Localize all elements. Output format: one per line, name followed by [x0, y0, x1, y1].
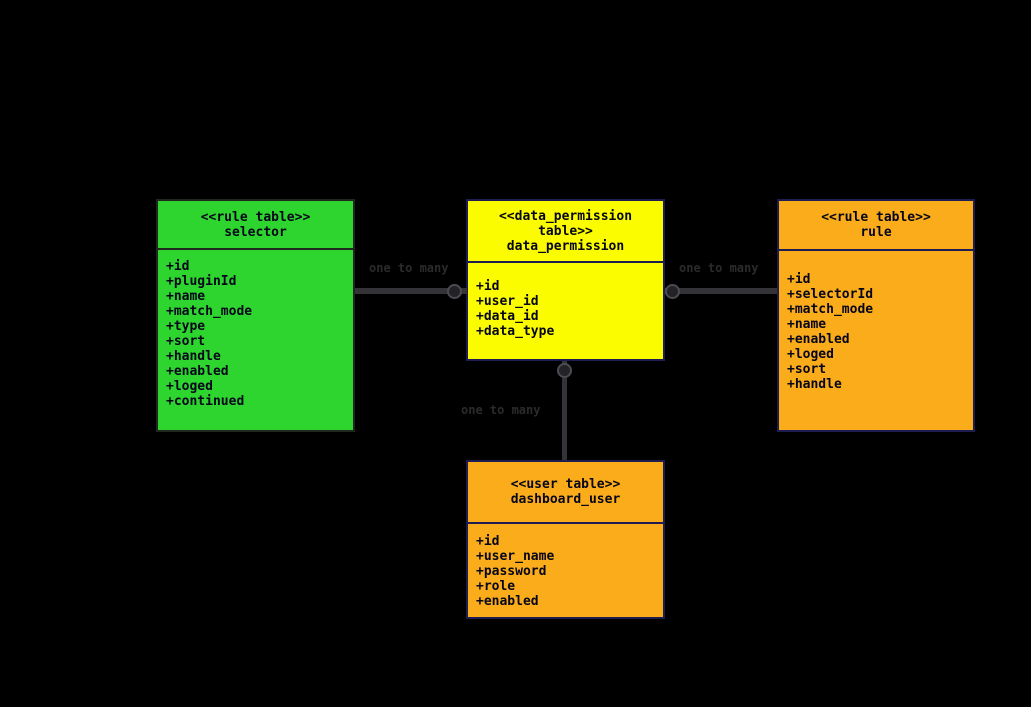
- edge-rule-data-permission[interactable]: [665, 288, 777, 294]
- field: +user_id: [476, 294, 539, 309]
- field: +handle: [787, 377, 842, 392]
- field: +id: [787, 272, 811, 287]
- edge-ball-icon: [557, 363, 572, 378]
- edge-data-permission-dashboard-user[interactable]: [562, 361, 567, 460]
- entity-name: dashboard_user: [510, 492, 621, 507]
- field: +password: [476, 564, 547, 579]
- entity-rule-header: <<rule table>> rule: [779, 201, 973, 251]
- edge-ball-icon: [447, 284, 462, 299]
- edge-selector-data-permission[interactable]: [355, 288, 467, 294]
- field: +selectorId: [787, 287, 874, 302]
- field: +loged: [787, 347, 834, 362]
- edge-ball-icon: [665, 284, 680, 299]
- edge-label: one to many: [461, 403, 541, 417]
- field: +enabled: [787, 332, 850, 347]
- field: +id: [166, 259, 190, 274]
- field: +data_type: [476, 324, 555, 339]
- entity-stereotype: <<rule table>>: [200, 209, 311, 225]
- entity-stereotype: <<user table>>: [510, 477, 621, 492]
- entity-name: rule: [860, 225, 892, 240]
- entity-stereotype: <<data_permission table>>: [498, 208, 633, 239]
- field: +sort: [787, 362, 827, 377]
- entity-dashboard-user-fields: +id +user_name +password +role +enabled: [468, 524, 663, 617]
- entity-stereotype: <<rule table>>: [821, 210, 931, 225]
- field: +match_mode: [166, 304, 253, 319]
- entity-selector[interactable]: <<rule table>> selector +id +pluginId +n…: [156, 199, 355, 432]
- edge-label: one to many: [369, 261, 449, 275]
- entity-dashboard-user-header: <<user table>> dashboard_user: [468, 462, 663, 524]
- field: +user_name: [476, 549, 555, 564]
- field: +name: [166, 289, 206, 304]
- entity-data-permission-fields: +id +user_id +data_id +data_type: [468, 263, 663, 359]
- entity-name: data_permission: [506, 238, 625, 254]
- field: +match_mode: [787, 302, 874, 317]
- entity-data-permission[interactable]: <<data_permission table>> data_permissio…: [466, 199, 665, 361]
- entity-selector-header: <<rule table>> selector: [158, 201, 353, 250]
- field: +name: [787, 317, 827, 332]
- field: +continued: [166, 394, 245, 409]
- entity-name: selector: [224, 224, 287, 240]
- field: +role: [476, 579, 516, 594]
- entity-data-permission-header: <<data_permission table>> data_permissio…: [468, 201, 663, 263]
- field: +data_id: [476, 309, 539, 324]
- field: +id: [476, 279, 500, 294]
- field: +sort: [166, 334, 206, 349]
- field: +pluginId: [166, 274, 237, 289]
- entity-selector-fields: +id +pluginId +name +match_mode +type +s…: [158, 250, 353, 430]
- edge-label: one to many: [679, 261, 759, 275]
- entity-dashboard-user[interactable]: <<user table>> dashboard_user +id +user_…: [466, 460, 665, 619]
- field: +type: [166, 319, 206, 334]
- field: +enabled: [476, 594, 539, 609]
- entity-rule-fields: +id +selectorId +match_mode +name +enabl…: [779, 251, 973, 430]
- field: +enabled: [166, 364, 229, 379]
- field: +handle: [166, 349, 221, 364]
- field: +id: [476, 534, 500, 549]
- field: +loged: [166, 379, 213, 394]
- entity-rule[interactable]: <<rule table>> rule +id +selectorId +mat…: [777, 199, 975, 432]
